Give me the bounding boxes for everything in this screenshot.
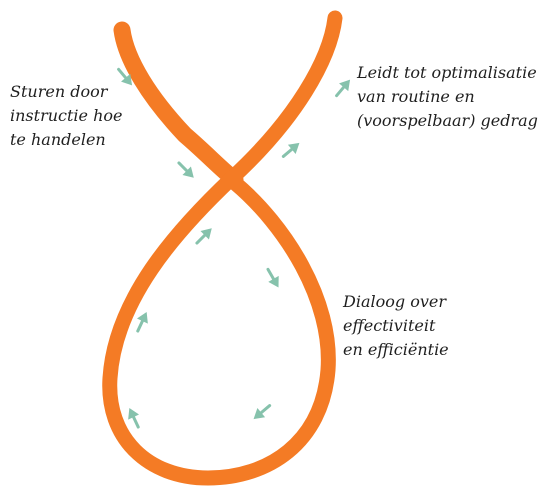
arrow-icon	[177, 161, 194, 178]
label-line: te handelen	[10, 130, 106, 149]
label-line: (voorspelbaar) gedrag	[357, 111, 538, 130]
label-sturen: Sturen door instructie hoe te handelen	[10, 80, 122, 152]
label-line: effectiviteit	[343, 316, 436, 335]
label-dialoog: Dialoog over effectiviteit en efficiënti…	[343, 290, 449, 362]
arrow-icon	[253, 404, 272, 420]
ribbon-upper-left	[113, 21, 244, 189]
flow-arrows	[117, 67, 351, 429]
label-line: Dialoog over	[343, 292, 446, 311]
arrow-icon	[128, 408, 140, 429]
label-optimalisatie: Leidt tot optimalisatie van routine en (…	[357, 61, 538, 133]
arrow-icon	[335, 79, 351, 98]
label-line: van routine en	[357, 87, 475, 106]
arrow-icon	[266, 267, 279, 288]
label-line: en efficiëntie	[343, 340, 449, 359]
loop-ribbon	[102, 10, 343, 486]
arrow-icon	[195, 228, 212, 245]
arrow-icon	[281, 142, 300, 158]
ribbon-loop	[102, 10, 343, 486]
label-line: Sturen door	[10, 82, 108, 101]
label-line: instructie hoe	[10, 106, 123, 125]
arrow-icon	[117, 67, 133, 86]
arrow-icon	[136, 312, 148, 333]
label-line: Leidt tot optimalisatie	[357, 63, 537, 82]
